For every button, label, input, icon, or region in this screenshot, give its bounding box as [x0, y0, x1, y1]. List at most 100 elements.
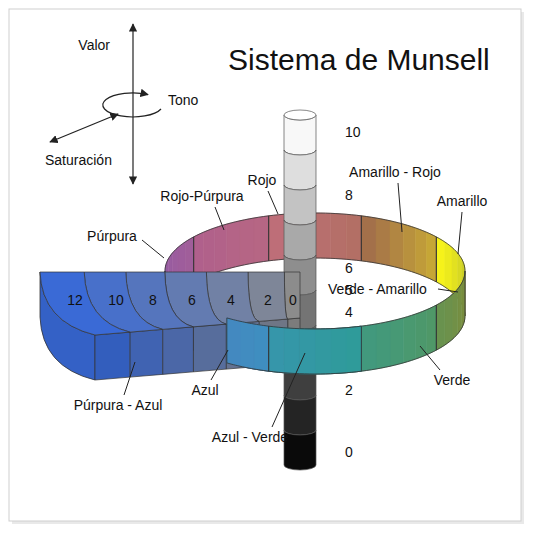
chroma-number: 0 [289, 292, 297, 308]
hue-segment-outline [269, 326, 362, 374]
leader-line [458, 212, 462, 254]
hue-slice [215, 224, 227, 273]
hue-segment-outline [227, 318, 269, 371]
hue-slice [346, 214, 361, 261]
hue-slice [269, 326, 284, 373]
chroma-number: 6 [188, 292, 196, 308]
diagram-title: Sistema de Munsell [228, 43, 490, 78]
chroma-number: 12 [67, 292, 83, 308]
axis-label: Valor [78, 37, 110, 53]
value-band [284, 150, 316, 190]
hue-label: Verde [434, 372, 471, 388]
hue-slice [204, 228, 215, 277]
hue-slice [227, 318, 240, 366]
hue-ring-front-overlap [227, 318, 362, 374]
hue-slice [284, 328, 300, 374]
hue-label: Amarillo - Rojo [349, 164, 441, 180]
hue-slice [240, 321, 254, 369]
hue-slice [436, 237, 445, 287]
wedge-top-band [284, 272, 300, 319]
hue-slice [240, 218, 254, 266]
hue-slice [452, 289, 458, 340]
hue-slice [315, 213, 331, 258]
chroma-number: 4 [227, 292, 235, 308]
hue-segment-outline [361, 305, 436, 371]
hue-slice [299, 329, 315, 374]
wedge-front-band [193, 324, 226, 372]
card [9, 9, 521, 521]
hue-slice [331, 213, 347, 259]
hue-label: Rojo-Púrpura [160, 188, 243, 204]
hue-axis-arrow [103, 93, 161, 117]
hue-slice [361, 216, 376, 263]
value-number: 2 [345, 382, 353, 398]
hue-label: Verde - Amarillo [328, 281, 427, 297]
leader-lines [124, 183, 462, 427]
hue-slice [254, 324, 269, 371]
hue-slice [346, 326, 361, 373]
hue-segment-outline [436, 271, 465, 350]
leader-line [420, 346, 440, 370]
leader-line [272, 353, 305, 427]
value-band [284, 220, 316, 260]
hue-slice [269, 326, 284, 373]
value-band [284, 430, 316, 470]
hue-slice [415, 228, 426, 277]
hue-label: Púrpura [87, 228, 137, 244]
value-number: 5 [345, 282, 353, 298]
hue-segment-outline [361, 216, 436, 282]
hue-slice [390, 318, 403, 366]
chroma-wedge [40, 272, 300, 380]
chroma-number: 2 [264, 292, 272, 308]
hue-slice [315, 329, 331, 374]
value-band [284, 115, 316, 155]
hue-slice [227, 221, 240, 269]
wedge-front-band [130, 329, 163, 377]
hue-slice [426, 305, 436, 355]
wedge-top-band [40, 272, 130, 335]
axis-label: Tono [168, 92, 198, 108]
hue-slice [299, 329, 315, 374]
leader-line [398, 183, 402, 232]
wedge-front-band [95, 332, 130, 380]
leader-line [124, 362, 135, 395]
hue-label: Púrpura - Azul [74, 397, 163, 413]
value-number: 6 [345, 260, 353, 276]
value-number: 0 [345, 444, 353, 460]
hue-ring-front [165, 271, 465, 374]
chroma-number: 10 [108, 292, 124, 308]
value-band [284, 395, 316, 435]
hue-slice [403, 224, 415, 273]
value-column-cap [284, 110, 316, 120]
leader-line [438, 289, 458, 292]
hue-slice [331, 328, 347, 374]
value-number: 10 [345, 124, 361, 140]
hue-slice [376, 218, 390, 266]
hue-slice [436, 300, 445, 350]
hue-slice [346, 326, 361, 373]
hue-slice [254, 216, 269, 263]
axis-label: Saturación [45, 152, 112, 168]
value-number: 4 [345, 304, 353, 320]
wedge-front-band [163, 327, 194, 375]
hue-slice [331, 328, 347, 374]
hue-slice [269, 214, 284, 261]
hue-slice [462, 277, 464, 328]
hue-label: Azul [191, 382, 218, 398]
hue-label: Rojo [248, 172, 277, 188]
hue-slice [240, 321, 254, 369]
leader-line [268, 191, 278, 214]
hue-slice [458, 283, 462, 334]
hue-slice [445, 242, 452, 292]
hue-slice [227, 318, 240, 366]
hue-slice [376, 321, 390, 369]
hue-slice [403, 314, 415, 363]
chroma-axis-arrow [50, 114, 118, 142]
leader-line [142, 240, 164, 258]
hue-slice [361, 324, 376, 371]
leader-line [211, 350, 228, 380]
chroma-number: 8 [149, 292, 157, 308]
